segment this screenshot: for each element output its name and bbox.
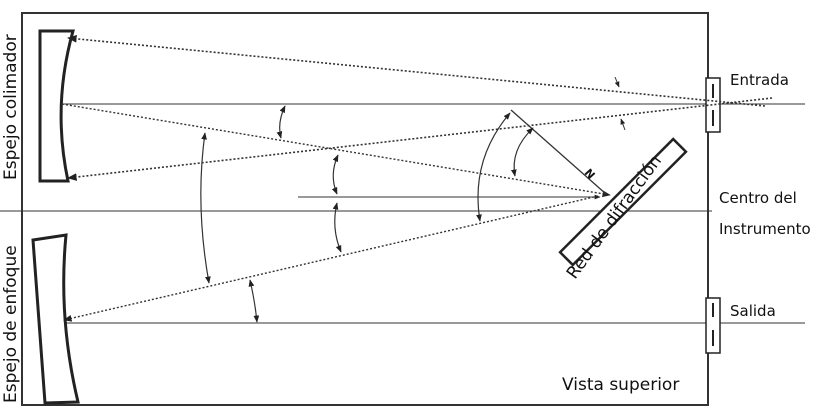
angle-arc-lower-small <box>248 279 260 323</box>
beam-collimated <box>61 103 611 198</box>
angle-arc-grating-small <box>510 127 534 177</box>
centro-label-line1: Centro del <box>719 189 797 207</box>
entrada-label: Entrada <box>730 71 789 89</box>
grating-normal-line <box>510 109 607 195</box>
angle-arc-upper-small <box>276 105 286 139</box>
slit-width-arrow-top <box>614 76 620 88</box>
collimating-mirror <box>38 29 75 183</box>
centro-label-line2: Instrumento <box>719 220 811 238</box>
angle-arc-center-upper <box>331 154 339 195</box>
beam-entrance-upper <box>67 35 766 107</box>
angle-arc-collimator <box>200 132 211 284</box>
angle-arc-center-lower <box>332 202 342 253</box>
slit-width-arrow-bottom <box>620 118 626 131</box>
espejo-enfoque-label: Espejo de enfoque <box>1 245 21 403</box>
salida-label: Salida <box>730 302 776 320</box>
normal-label: N <box>582 166 598 182</box>
instrument-housing <box>21 12 709 406</box>
red-difraccion-label: Red de difracción <box>563 152 666 283</box>
beam-diffracted <box>63 195 599 322</box>
espejo-colimador-label: Espejo colimador <box>1 34 21 180</box>
vista-superior-label: Vista superior <box>562 375 679 395</box>
entrance-slit <box>705 77 721 133</box>
diffraction-grating <box>558 137 688 267</box>
focusing-mirror <box>31 233 80 405</box>
exit-slit <box>705 297 721 354</box>
angle-arc-grating-large <box>476 112 511 222</box>
